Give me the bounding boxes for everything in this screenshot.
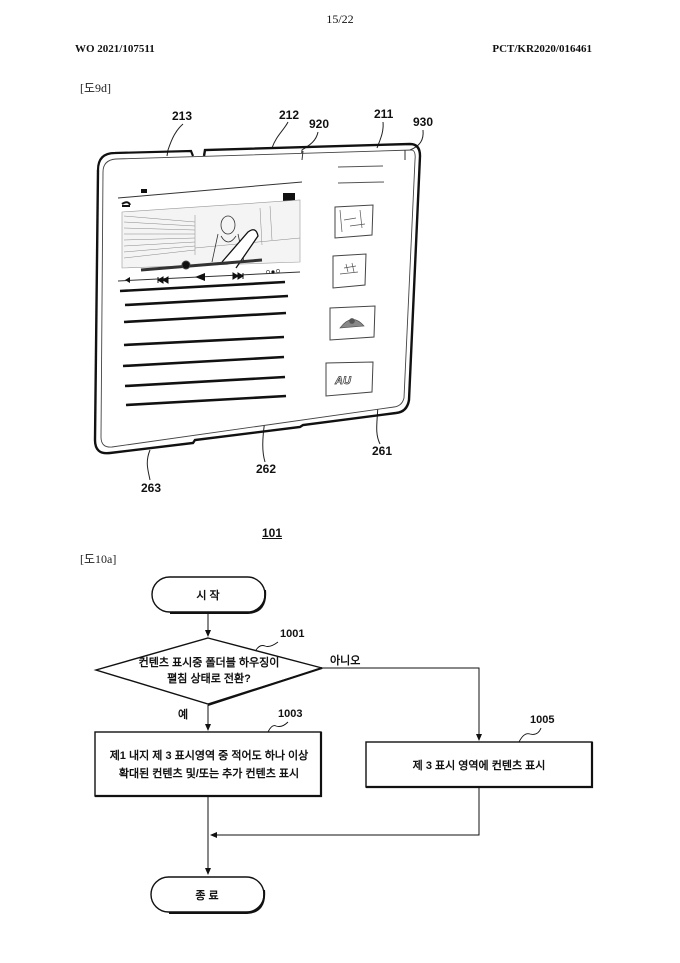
seek-bar — [140, 258, 263, 272]
ref-1001: 1001 — [280, 628, 304, 640]
thumbnail-1 — [334, 204, 374, 239]
no-label: 아니오 — [330, 653, 360, 667]
start-label: 시 작 — [196, 588, 219, 602]
thumbnail-2 — [332, 253, 367, 289]
display-regions — [301, 150, 406, 184]
video-frame — [121, 199, 301, 269]
ref-1003: 1003 — [278, 708, 302, 720]
play-icon — [195, 273, 205, 281]
arrow-no-branch — [322, 667, 482, 741]
thumbnail-art — [339, 209, 366, 329]
skip-icon — [232, 272, 244, 280]
ref-930: 930 — [413, 115, 433, 129]
arrow-1005-merge — [210, 787, 480, 838]
finger-icon — [221, 229, 259, 269]
flowchart-process-1005: 제 3 표시 영역에 컨텐츠 표시 — [365, 741, 594, 789]
figure-9d-label: [도9d] — [80, 81, 112, 95]
figure-10a-label: [도10a] — [80, 552, 117, 566]
flowchart-decision-1001: 컨텐츠 표시중 폴더블 하우징이 펼침 상태로 전환? — [93, 637, 325, 706]
figure-reference-101: 101 — [262, 526, 283, 540]
ref-261: 261 — [372, 444, 392, 458]
rewind-icon — [157, 276, 169, 284]
leader-213 — [166, 123, 184, 157]
ref-212: 212 — [279, 108, 299, 122]
leader-212 — [271, 121, 289, 149]
flowchart-end: 종 료 — [150, 876, 266, 914]
application-number: PCT/KR2020/016461 — [492, 43, 592, 55]
process-1003-line-1: 제1 내지 제 3 표시영역 중 적어도 하나 이상 — [110, 748, 309, 762]
ref-263: 263 — [141, 481, 161, 495]
text-content-lines — [119, 280, 289, 407]
leader-263 — [146, 449, 151, 481]
text-line — [119, 280, 286, 293]
repeat-icon — [121, 201, 131, 207]
ref-211: 211 — [374, 107, 394, 121]
process-1005-text: 제 3 표시 영역에 컨텐츠 표시 — [413, 758, 546, 772]
side-panel-header-line — [337, 181, 385, 184]
ref-920: 920 — [309, 117, 329, 131]
leader-262 — [262, 419, 266, 463]
ref-1005: 1005 — [530, 714, 554, 726]
ref-213: 213 — [172, 109, 192, 123]
battery-icon — [141, 189, 147, 193]
menu-icon — [283, 193, 295, 201]
thumbnail-4-text: AU — [334, 375, 352, 387]
page-number: 15/22 — [326, 12, 354, 26]
side-panel-header-line — [337, 165, 384, 168]
leader-1005 — [518, 727, 542, 743]
flowchart: 시 작 컨텐츠 표시중 폴더블 하우징이 펼침 상태로 전환? 1001 아니오… — [93, 576, 594, 914]
end-label: 종 료 — [195, 889, 218, 902]
decision-line-1: 컨텐츠 표시중 폴더블 하우징이 — [139, 655, 280, 669]
seek-thumb — [181, 260, 191, 270]
yes-label: 예 — [178, 707, 188, 721]
ref-262: 262 — [256, 462, 276, 476]
publication-number: WO 2021/107511 — [75, 43, 155, 55]
process-1003-line-2: 확대된 컨텐츠 및/또는 추가 컨텐츠 표시 — [119, 766, 299, 780]
play-small-icon — [125, 277, 130, 283]
leader-1001 — [255, 641, 279, 651]
leader-920 — [300, 131, 319, 163]
page-indicator — [266, 269, 280, 274]
flowchart-start: 시 작 — [151, 576, 267, 614]
leader-1003 — [267, 721, 289, 733]
figure-9d-drawing: 213 212 920 211 930 263 262 261 — [93, 107, 433, 495]
thumbnail-4 — [325, 361, 374, 397]
video-player — [117, 181, 303, 284]
flowchart-process-1003: 제1 내지 제 3 표시영역 중 적어도 하나 이상 확대된 컨텐츠 및/또는 … — [94, 731, 323, 798]
decision-line-2: 펼침 상태로 전환? — [167, 671, 251, 685]
